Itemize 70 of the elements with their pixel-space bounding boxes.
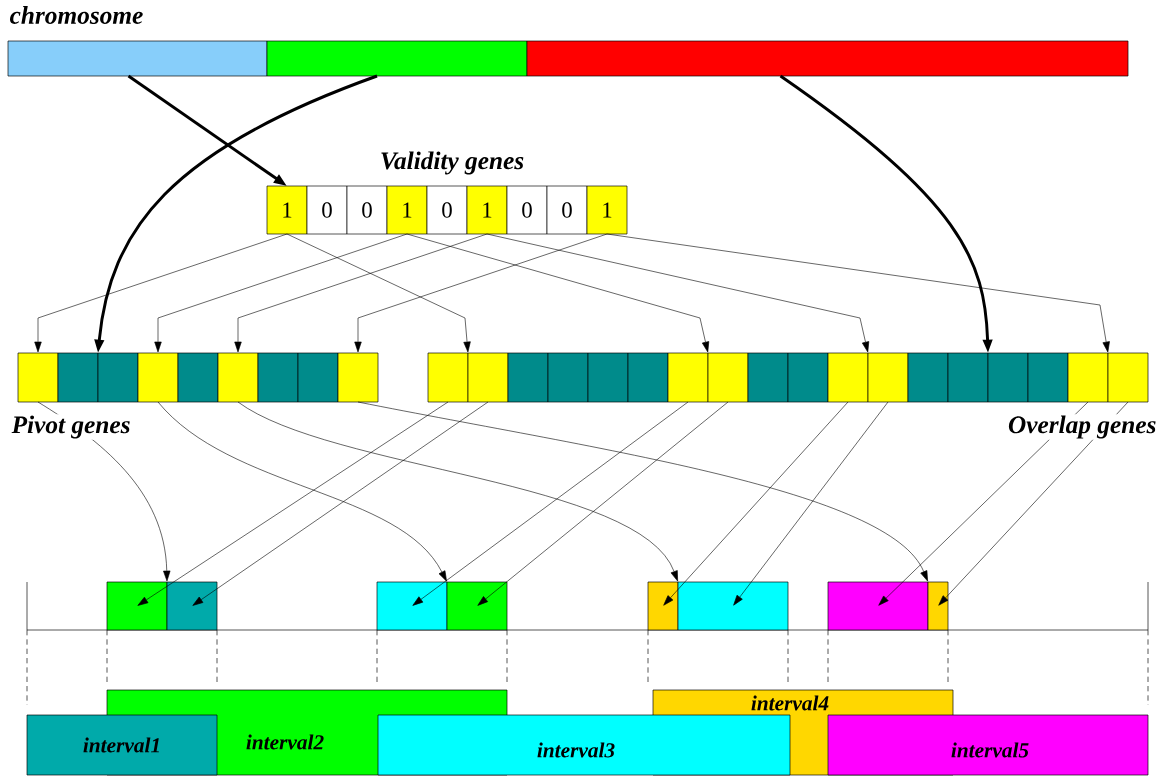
gene-cell bbox=[747, 352, 789, 403]
validity-gene-cell: 1 bbox=[466, 185, 508, 235]
arrow bbox=[154, 233, 408, 353]
gene-cell bbox=[137, 352, 179, 403]
validity-gene-cell: 0 bbox=[306, 185, 348, 235]
gene-cell bbox=[467, 352, 509, 403]
gene-cell bbox=[177, 352, 219, 403]
interval-segment bbox=[106, 581, 168, 631]
gene-cell bbox=[217, 352, 259, 403]
heading: Validity genes bbox=[378, 150, 526, 176]
arrow bbox=[157, 401, 447, 582]
arrow bbox=[477, 401, 729, 606]
gene-cell bbox=[17, 352, 59, 403]
chromosome-segment bbox=[7, 40, 268, 77]
arrow bbox=[406, 233, 710, 353]
gene-cell bbox=[547, 352, 589, 403]
arrow bbox=[412, 401, 689, 606]
arrow bbox=[606, 233, 1110, 353]
gene-cell bbox=[587, 352, 629, 403]
gene-cell bbox=[1027, 352, 1069, 403]
validity-gene-cell: 0 bbox=[426, 185, 468, 235]
gene-cell bbox=[257, 352, 299, 403]
heading: Pivot genes bbox=[10, 414, 132, 440]
validity-gene-cell: 0 bbox=[546, 185, 588, 235]
interval-bar: interval1 bbox=[26, 714, 218, 776]
chromosome-segment bbox=[526, 40, 1129, 77]
arrow bbox=[234, 233, 488, 353]
interval-segment bbox=[927, 581, 949, 631]
gene-cell bbox=[627, 352, 669, 403]
interval-segment bbox=[647, 581, 679, 631]
interval-segment bbox=[827, 581, 929, 631]
gene-cell bbox=[667, 352, 709, 403]
arrow bbox=[663, 401, 849, 606]
interval-segment bbox=[446, 581, 508, 631]
arrow bbox=[486, 233, 870, 353]
gene-cell bbox=[337, 352, 379, 403]
gene-cell bbox=[97, 352, 139, 403]
validity-gene-cell: 1 bbox=[586, 185, 628, 235]
arrow bbox=[733, 401, 889, 606]
gene-cell bbox=[907, 352, 949, 403]
gene-cell bbox=[507, 352, 549, 403]
interval-segment bbox=[376, 581, 448, 631]
gene-cell bbox=[867, 352, 909, 403]
heading: Overlap genes bbox=[1006, 414, 1158, 440]
gene-cell bbox=[787, 352, 829, 403]
gene-cell bbox=[1067, 352, 1109, 403]
interval-segment bbox=[677, 581, 789, 631]
interval-segment bbox=[166, 581, 218, 631]
gene-cell bbox=[57, 352, 99, 403]
arrow bbox=[34, 233, 288, 353]
gene-cell bbox=[987, 352, 1029, 403]
arrow bbox=[357, 401, 928, 582]
validity-gene-cell: 1 bbox=[266, 185, 308, 235]
chromosome-segment bbox=[266, 40, 528, 77]
arrow bbox=[354, 233, 608, 353]
gene-cell bbox=[707, 352, 749, 403]
arrow bbox=[237, 401, 678, 582]
gene-cell bbox=[947, 352, 989, 403]
validity-gene-cell: 0 bbox=[506, 185, 548, 235]
validity-gene-cell: 0 bbox=[346, 185, 388, 235]
gene-cell bbox=[297, 352, 339, 403]
gene-cell bbox=[427, 352, 469, 403]
gene-cell bbox=[1107, 352, 1149, 403]
arrow bbox=[286, 233, 471, 353]
interval-bar: interval5 bbox=[827, 714, 1149, 776]
arrow bbox=[137, 401, 449, 606]
validity-gene-cell: 1 bbox=[386, 185, 428, 235]
gene-cell bbox=[827, 352, 869, 403]
arrow bbox=[192, 401, 489, 606]
interval-bar: interval3 bbox=[377, 714, 791, 776]
